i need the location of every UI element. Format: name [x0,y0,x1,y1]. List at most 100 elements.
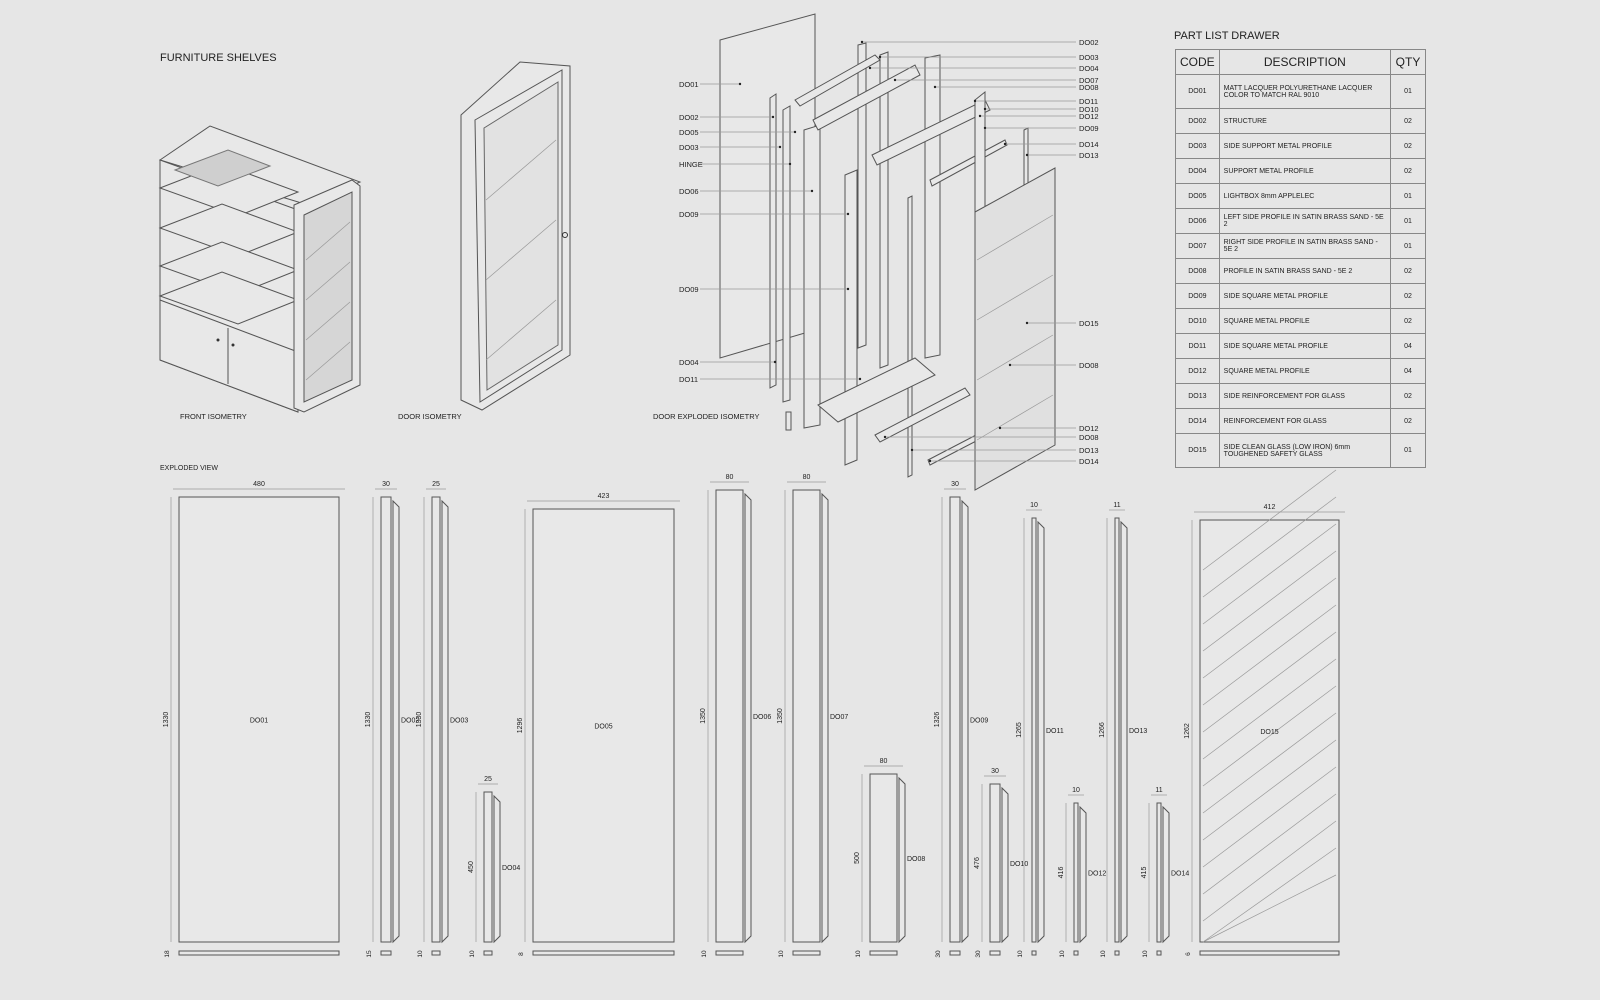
glass-hatch [1202,793,1337,895]
part-side-view [1037,520,1045,944]
part-elevation [431,496,441,943]
table-header-row: CODE DESCRIPTION QTY [1175,49,1426,75]
exploded-view-caption: EXPLODED VIEW [160,465,218,472]
part-code-label: DO04 [502,865,520,872]
cell-qty: 01 [1390,233,1426,259]
depth-dimension: 30 [975,950,982,958]
glass-hatch [1202,820,1337,922]
glass-hatch [1202,658,1337,760]
part-side-view [1120,520,1128,944]
exploded-label: DO04 [679,358,699,367]
part-elevation [178,496,340,943]
cell-qty: 02 [1390,383,1426,409]
part-code-label: DO12 [1088,871,1106,878]
height-dimension: 1266 [1099,722,1106,738]
part-plan-view [483,950,493,956]
cell-qty: 02 [1390,308,1426,334]
part-plan-view [532,950,675,956]
part-side-view [821,492,829,944]
exploded-label: DO13 [1079,446,1099,455]
depth-dimension: 10 [1100,950,1107,958]
glass-hatch [1202,874,1337,943]
exploded-label: DO11 [679,375,698,384]
part-plan-view [178,950,340,956]
depth-dimension: 10 [855,950,862,958]
part-plan-view [989,950,1001,956]
width-dimension: 25 [432,481,440,488]
part-do08: 80 500 10 DO08 [854,758,925,958]
main-title: FURNITURE SHELVES [160,52,277,64]
glass-hatch [1202,847,1337,943]
part-plan-view [792,950,821,956]
part-code-label: DO14 [1171,871,1189,878]
exploded-label: DO14 [1079,140,1099,149]
glass-hatch [1202,631,1337,733]
door-isometry-drawing [460,61,571,411]
part-plan-view [1031,950,1037,956]
cell-code: DO10 [1175,308,1220,334]
cell-code: DO06 [1175,208,1220,234]
cell-qty: 01 [1390,208,1426,234]
cell-qty: 01 [1390,183,1426,209]
cell-qty: 02 [1390,258,1426,284]
part-code-label: DO08 [907,856,925,863]
cell-description: SIDE SQUARE METAL PROFILE [1218,333,1392,359]
glass-hatch [1202,577,1337,679]
part-code-label: DO10 [1010,861,1028,868]
depth-dimension: 18 [164,950,171,958]
exploded-label: DO03 [679,143,699,152]
exploded-label: DO09 [1079,124,1099,133]
part-plan-view [1199,950,1340,956]
part-elevation [532,508,675,943]
front-isometry-caption: FRONT ISOMETRY [180,412,247,421]
cell-description: REINFORCEMENT FOR GLASS [1218,408,1392,434]
cell-description: SIDE SUPPORT METAL PROFILE [1218,133,1392,159]
part-plan-view [1156,950,1162,956]
part-elevation [792,489,821,943]
part-side-view [1079,805,1087,944]
height-dimension: 500 [854,852,861,864]
cell-description: RIGHT SIDE PROFILE IN SATIN BRASS SAND -… [1218,233,1392,259]
part-plan-view [1114,950,1120,956]
depth-dimension: 6 [1185,952,1192,956]
height-dimension: 476 [974,857,981,869]
cell-description: SUPPORT METAL PROFILE [1218,158,1392,184]
door-exploded-caption: DOOR EXPLODED ISOMETRY [653,412,760,421]
depth-dimension: 10 [417,950,424,958]
glass-hatch [1202,496,1337,598]
part-code-label: DO05 [594,724,612,731]
part-list-title: PART LIST DRAWER [1174,30,1280,42]
header-qty: QTY [1390,49,1426,75]
exploded-label: DO14 [1079,457,1099,466]
part-elevation [949,496,961,943]
cell-description: STRUCTURE [1218,108,1392,134]
cell-code: DO08 [1175,258,1220,284]
part-elevation [1031,517,1037,943]
part-side-view [392,499,400,944]
cell-qty: 04 [1390,358,1426,384]
width-dimension: 80 [880,758,888,765]
height-dimension: 1265 [1016,722,1023,738]
depth-dimension: 30 [935,950,942,958]
height-dimension: 1350 [700,708,707,724]
cell-code: DO09 [1175,283,1220,309]
part-plan-view [715,950,744,956]
glass-hatch [1202,523,1337,625]
cell-qty: 02 [1390,108,1426,134]
depth-dimension: 10 [701,950,708,958]
